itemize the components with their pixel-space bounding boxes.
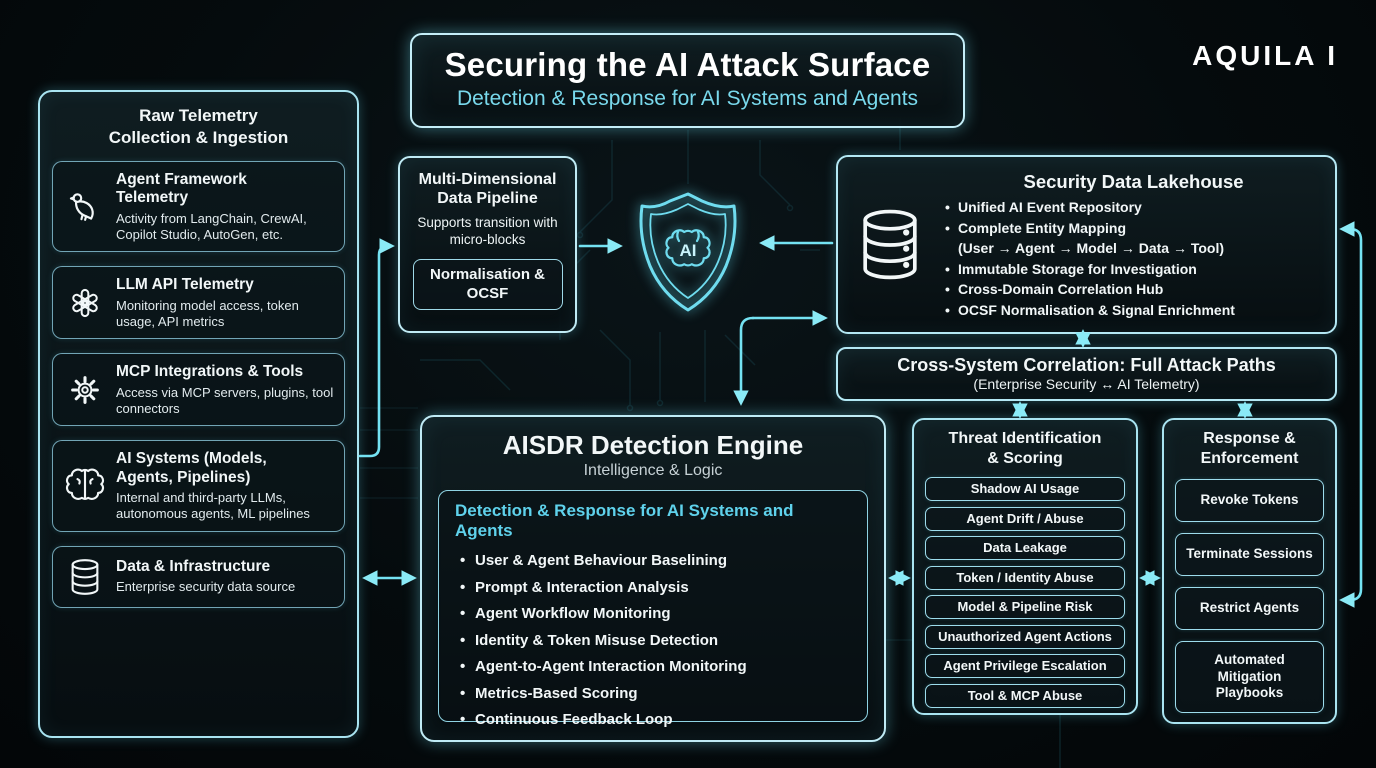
openai-knot-icon bbox=[63, 284, 107, 322]
database-icon bbox=[838, 204, 942, 286]
response-action-chip: Revoke Tokens bbox=[1175, 479, 1324, 522]
threat-title: Threat Identification & Scoring bbox=[948, 430, 1102, 467]
response-action-label: Automated Mitigation Playbooks bbox=[1214, 651, 1285, 701]
response-action-chip: Automated Mitigation Playbooks bbox=[1175, 640, 1324, 714]
telemetry-item-ai-systems: AI Systems (Models, Agents, Pipelines) I… bbox=[52, 440, 345, 532]
response-action-chip: Terminate Sessions bbox=[1175, 532, 1324, 576]
threat-chip: Unauthorized Agent Actions bbox=[925, 624, 1125, 649]
telemetry-item-agent-framework: Agent Framework Telemetry Activity from … bbox=[52, 161, 345, 253]
raw-telemetry-panel-title: Raw Telemetry Collection & Ingestion bbox=[108, 106, 289, 148]
threat-chip: Agent Drift / Abuse bbox=[925, 506, 1125, 531]
telemetry-item-text: LLM API Telemetry Monitoring model acces… bbox=[116, 276, 334, 329]
lakehouse-bullet: OCSF Normalisation & Signal Enrichment bbox=[942, 300, 1325, 321]
telemetry-item-title: LLM API Telemetry bbox=[116, 276, 254, 294]
gear-icon bbox=[63, 371, 107, 409]
response-title: Response & Enforcement bbox=[1200, 430, 1299, 467]
telemetry-item-text: Data & Infrastructure Enterprise securit… bbox=[116, 558, 295, 595]
engine-bullet: Prompt & Interaction Analysis bbox=[455, 575, 851, 602]
lakehouse-bullet-text: Complete Entity Mapping bbox=[958, 219, 1126, 236]
telemetry-item-title: AI Systems (Models, Agents, Pipelines) bbox=[116, 450, 267, 486]
shield-ai-label: AI bbox=[680, 241, 697, 260]
lakehouse-bullet: Complete Entity Mapping (User → Agent → … bbox=[942, 218, 1325, 259]
lakehouse-bullet-subtext: (User → Agent → Model → Data → Tool) bbox=[958, 240, 1225, 256]
threat-chip: Data Leakage bbox=[925, 536, 1125, 560]
telemetry-item-title: Agent Framework Telemetry bbox=[116, 171, 247, 207]
threat-identification-box: Threat Identification & Scoring Shadow A… bbox=[912, 418, 1138, 715]
raw-telemetry-panel: Raw Telemetry Collection & Ingestion Age… bbox=[38, 90, 359, 738]
telemetry-item-title: Data & Infrastructure bbox=[116, 558, 271, 576]
aisdr-detection-engine-box: AISDR Detection Engine Intelligence & Lo… bbox=[420, 415, 886, 742]
telemetry-item-description: Internal and third-party LLMs, autonomou… bbox=[116, 490, 310, 521]
telemetry-item-text: MCP Integrations & Tools Access via MCP … bbox=[116, 363, 334, 416]
telemetry-item-llm-api: LLM API Telemetry Monitoring model acces… bbox=[52, 266, 345, 340]
pipeline-box: Multi-Dimensional Data Pipeline Supports… bbox=[398, 156, 577, 333]
response-enforcement-box: Response & Enforcement Revoke Tokens Ter… bbox=[1162, 418, 1337, 724]
pipeline-subtitle: Supports transition with micro-blocks bbox=[417, 215, 558, 247]
security-data-lakehouse-box: Security Data Lakehouse Unified AI Event… bbox=[836, 155, 1337, 334]
engine-bullet-list: User & Agent Behaviour Baselining Prompt… bbox=[455, 548, 851, 734]
engine-panel-title: Detection & Response for AI Systems and … bbox=[455, 501, 794, 540]
page-subtitle: Detection & Response for AI Systems and … bbox=[456, 87, 919, 110]
brain-icon bbox=[63, 466, 107, 506]
telemetry-item-description: Enterprise security data source bbox=[116, 579, 296, 595]
pipeline-title: Multi-Dimensional Data Pipeline bbox=[418, 171, 557, 208]
lakehouse-bullet: Unified AI Event Repository bbox=[942, 197, 1325, 218]
lakehouse-bullet: Immutable Storage for Investigation bbox=[942, 259, 1325, 280]
threat-chip: Token / Identity Abuse bbox=[925, 565, 1125, 590]
lakehouse-bullet: Cross-Domain Correlation Hub bbox=[942, 279, 1325, 300]
threat-chip: Tool & MCP Abuse bbox=[925, 683, 1125, 708]
cross-system-correlation-box: Cross-System Correlation: Full Attack Pa… bbox=[836, 347, 1337, 401]
correlation-title: Cross-System Correlation: Full Attack Pa… bbox=[897, 355, 1276, 375]
falcon-icon bbox=[63, 188, 107, 226]
telemetry-item-text: AI Systems (Models, Agents, Pipelines) I… bbox=[116, 450, 334, 521]
engine-title: AISDR Detection Engine bbox=[502, 430, 804, 460]
engine-bullet: Metrics-Based Scoring bbox=[455, 681, 851, 708]
logo: AQUILA I bbox=[1192, 40, 1338, 71]
shield-brain-icon: AI bbox=[628, 188, 748, 320]
telemetry-item-data-infrastructure: Data & Infrastructure Enterprise securit… bbox=[52, 545, 345, 608]
lakehouse-title: Security Data Lakehouse bbox=[1023, 171, 1244, 192]
telemetry-item-description: Activity from LangChain, CrewAI, Copilot… bbox=[116, 210, 307, 242]
engine-bullet: User & Agent Behaviour Baselining bbox=[455, 548, 851, 575]
engine-bullet: Agent Workflow Monitoring bbox=[455, 601, 851, 628]
lakehouse-bullet-list: Unified AI Event Repository Complete Ent… bbox=[942, 197, 1325, 320]
telemetry-item-description: Access via MCP servers, plugins, tool co… bbox=[116, 384, 334, 416]
engine-bullet: Continuous Feedback Loop bbox=[455, 707, 851, 734]
threat-chip: Model & Pipeline Risk bbox=[925, 595, 1125, 619]
threat-chip: Shadow AI Usage bbox=[925, 477, 1125, 501]
telemetry-item-description: Monitoring model access, token usage, AP… bbox=[116, 297, 299, 329]
engine-bullet: Agent-to-Agent Interaction Monitoring bbox=[455, 654, 851, 681]
telemetry-item-text: Agent Framework Telemetry Activity from … bbox=[116, 171, 334, 242]
engine-subtitle: Intelligence & Logic bbox=[583, 462, 723, 479]
lakehouse-content: Security Data Lakehouse Unified AI Event… bbox=[942, 169, 1335, 320]
database-icon bbox=[63, 556, 107, 598]
threat-chip: Agent Privilege Escalation bbox=[925, 654, 1125, 678]
telemetry-item-mcp: MCP Integrations & Tools Access via MCP … bbox=[52, 353, 345, 427]
engine-inner-panel: Detection & Response for AI Systems and … bbox=[438, 490, 868, 733]
telemetry-item-title: MCP Integrations & Tools bbox=[116, 363, 304, 381]
correlation-subtitle: (Enterprise Security ↔ AI Telemetry) bbox=[973, 376, 1200, 392]
engine-bullet: Identity & Token Misuse Detection bbox=[455, 628, 851, 655]
page-title: Securing the AI Attack Surface bbox=[444, 46, 931, 83]
response-action-chip: Restrict Agents bbox=[1175, 586, 1324, 630]
title-box: Securing the AI Attack Surface Detection… bbox=[410, 33, 965, 128]
normalisation-ocsf-badge: Normalisation & OCSF bbox=[412, 258, 563, 311]
